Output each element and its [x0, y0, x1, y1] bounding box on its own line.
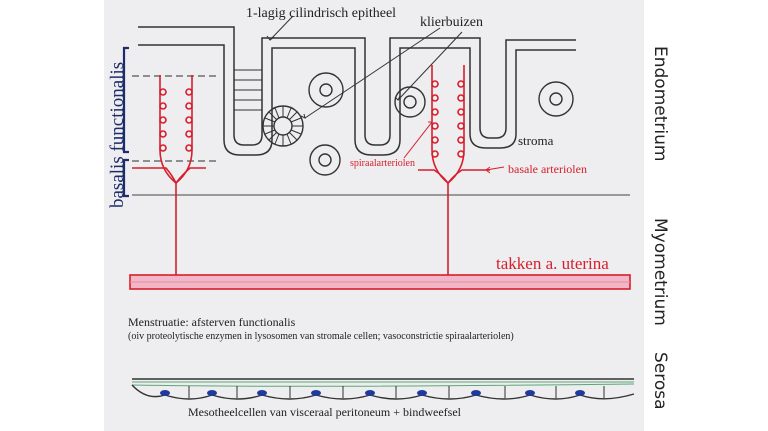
layer-dashes	[132, 75, 220, 162]
epithelium-inner-line	[138, 44, 576, 156]
label-glands: klierbuizen	[420, 15, 483, 30]
label-basal-arterioles: basale arteriolen	[508, 162, 587, 176]
epithelium-outer-line	[138, 26, 576, 146]
label-basalis-functionalis: basalis functionalis	[107, 61, 128, 208]
pointer-lines	[266, 15, 463, 119]
arteriole-system-right	[418, 65, 490, 276]
red-pointers	[403, 121, 505, 174]
mesothelial-nuclei	[160, 390, 585, 396]
layer-label-serosa: Serosa	[650, 352, 670, 410]
epithelium-cells	[234, 69, 262, 111]
layer-label-endometrium: Endometrium	[650, 46, 670, 162]
serosa-layer	[131, 378, 635, 400]
label-stroma: stroma	[518, 133, 554, 148]
label-uterine-artery-branches: takken a. uterina	[496, 254, 609, 273]
gland-cross-sections	[262, 72, 574, 176]
label-menstruation-note: (oiv proteolytische enzymen in lysosomen…	[128, 331, 514, 342]
label-mesothelium: Mesotheelcellen van visceraal peritoneum…	[188, 405, 461, 419]
label-spiral-arterioles: spiraalarteriolen	[350, 158, 415, 169]
label-menstruation: Menstruatie: afsterven functionalis	[128, 315, 296, 329]
layer-label-myometrium: Myometrium	[650, 218, 670, 326]
arteriole-system-left	[132, 75, 206, 276]
basalis-functionalis-bracket	[122, 46, 129, 198]
label-epithelium: 1-lagig cilindrisch epitheel	[246, 6, 397, 21]
